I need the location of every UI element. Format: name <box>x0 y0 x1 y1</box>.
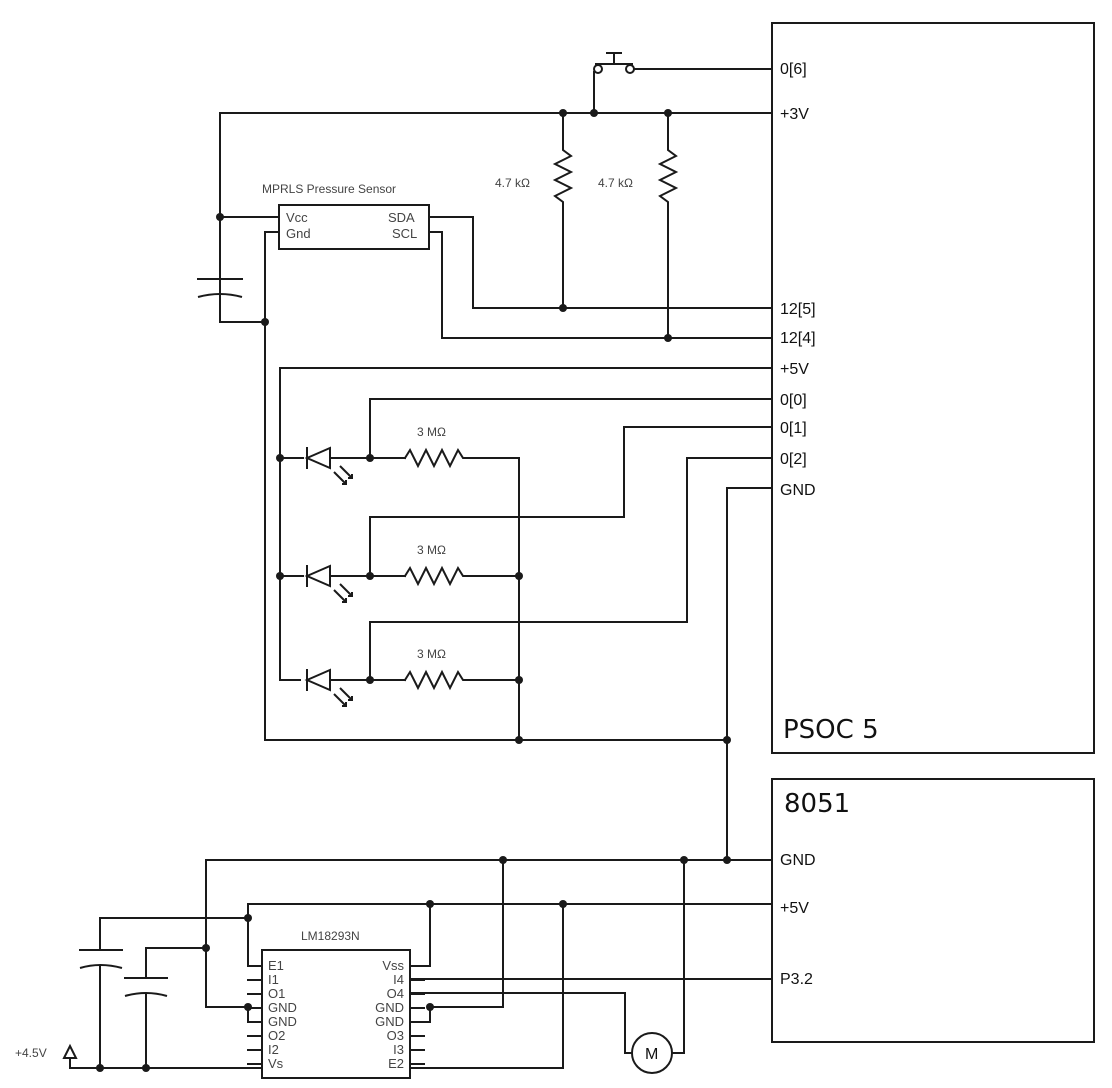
supply-label: +4.5V <box>15 1046 47 1060</box>
wire-driver-gnd-bus <box>205 859 728 1008</box>
led-resistor-2-label: 3 MΩ <box>417 543 446 557</box>
wire-0-1 <box>369 426 773 577</box>
psoc-pin-12-5: 12[5] <box>780 301 816 318</box>
sensor-pin-vcc: Vcc <box>286 210 308 225</box>
driver-pin-i2: I2 <box>268 1042 279 1057</box>
lm18293n-driver: LM18293N E1 I1 O1 GND GND O2 I2 Vs Vss I… <box>247 929 425 1079</box>
led-resistor-1 <box>403 447 520 741</box>
photodiode-1 <box>304 446 406 485</box>
pullup-scl-label: 4.7 kΩ <box>598 176 633 190</box>
sensor-title: MPRLS Pressure Sensor <box>262 182 396 196</box>
pullup-sda-label: 4.7 kΩ <box>495 176 530 190</box>
wire-motor-a <box>409 992 633 1054</box>
driver-pin-e2: E2 <box>388 1056 404 1071</box>
wire-common-gnd <box>726 487 773 861</box>
mcu8051-module: 8051 GND +5V P3.2 <box>771 778 1095 1043</box>
driver-title: LM18293N <box>301 929 360 943</box>
driver-pin-gnd3: GND <box>375 1000 404 1015</box>
driver-pin-o2: O2 <box>268 1028 285 1043</box>
driver-capacitor-1 <box>79 949 123 1069</box>
psoc-pin-3v: +3V <box>780 106 809 123</box>
driver-pin-i1: I1 <box>268 972 279 987</box>
dc-motor: M <box>631 1032 673 1074</box>
psoc-pin-0-6: 0[6] <box>780 61 807 78</box>
driver-pin-i4: I4 <box>393 972 404 987</box>
psoc-pin-12-4: 12[4] <box>780 330 816 347</box>
psoc-pin-0-1: 0[1] <box>780 420 807 437</box>
driver-capacitor-2 <box>124 947 168 1069</box>
supply-terminal: +4.5V <box>15 1043 78 1068</box>
driver-pin-vss: Vss <box>382 958 404 973</box>
psoc-pin-0-0: 0[0] <box>780 392 807 409</box>
driver-box <box>261 949 411 1079</box>
led-resistor-3-label: 3 MΩ <box>417 647 446 661</box>
driver-pin-o3: O3 <box>387 1028 404 1043</box>
wire-motor-b <box>671 859 685 1054</box>
driver-pin-gnd4: GND <box>375 1014 404 1029</box>
decoupling-capacitor <box>197 278 266 323</box>
mcu-pin-p3-2: P3.2 <box>780 971 813 988</box>
wire-scl <box>428 231 773 339</box>
sensor-pin-scl: SCL <box>392 226 417 241</box>
mprls-pressure-sensor: MPRLS Pressure Sensor Vcc Gnd SDA SCL <box>262 182 430 250</box>
driver-pin-i3: I3 <box>393 1042 404 1057</box>
psoc5-title: PSOC 5 <box>783 715 879 745</box>
motor-label: M <box>645 1046 658 1063</box>
led-resistor-3 <box>403 669 520 691</box>
push-button-switch <box>593 52 773 114</box>
rail-3v <box>216 109 773 298</box>
driver-pin-o4: O4 <box>387 986 404 1001</box>
led-resistor-1-label: 3 MΩ <box>417 425 446 439</box>
psoc-pin-5v: +5V <box>780 361 809 378</box>
driver-pin-o1: O1 <box>268 986 285 1001</box>
driver-pin-gnd2: GND <box>268 1014 297 1029</box>
mcu8051-box <box>771 778 1095 1043</box>
sensor-pin-gnd: Gnd <box>286 226 311 241</box>
sensor-pin-sda: SDA <box>388 210 415 225</box>
wire-0-0 <box>369 398 773 459</box>
psoc-pin-0-2: 0[2] <box>780 451 807 468</box>
rail-5v-leds <box>279 367 773 681</box>
wire-e2 <box>409 903 564 1069</box>
photodiode-3 <box>304 668 406 707</box>
driver-pin-vs: Vs <box>268 1056 284 1071</box>
mcu-pin-gnd: GND <box>780 852 816 869</box>
psoc5-box <box>771 22 1095 754</box>
psoc-pin-gnd: GND <box>780 482 816 499</box>
psoc5-module: PSOC 5 0[6] +3V 12[5] 12[4] +5V 0[0] 0[1… <box>771 22 1095 754</box>
driver-pin-gnd1: GND <box>268 1000 297 1015</box>
mcu8051-title: 8051 <box>784 789 850 819</box>
pullup-resistor-sda: 4.7 kΩ <box>495 112 574 312</box>
wire-sda <box>428 216 773 309</box>
photodiode-2 <box>304 564 406 603</box>
wire-0-2 <box>369 457 773 681</box>
led-resistor-2 <box>403 565 520 587</box>
wire-sensor-gnd <box>264 231 728 741</box>
mcu-pin-5v: +5V <box>780 900 809 917</box>
driver-pin-e1: E1 <box>268 958 284 973</box>
sensor-box <box>278 204 430 250</box>
